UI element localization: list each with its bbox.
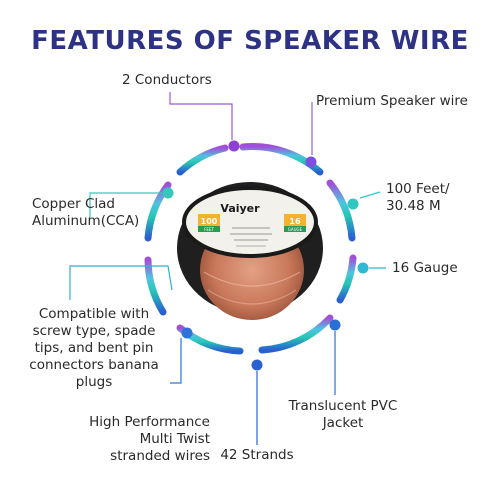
dot-premium: [305, 156, 317, 168]
badge-right-value: 16: [289, 217, 301, 226]
badge-left-sub-bg: [198, 226, 220, 232]
label-compat-line5: plugs: [75, 374, 113, 390]
badge-right-unit: GAUGE: [288, 227, 303, 232]
wire-spool: [177, 182, 323, 320]
badge-left-unit: FEET: [204, 227, 214, 232]
wire-highlight: [203, 271, 301, 287]
ring-segment: [144, 256, 167, 316]
label-length-line2: 30.48 M: [386, 198, 441, 214]
label-conductors: 2 Conductors: [122, 72, 212, 88]
leader-lines: [69, 92, 386, 445]
spool-label-disc: [182, 186, 318, 258]
leader-length: [359, 191, 381, 199]
connector-dots: [162, 140, 369, 371]
spool-brand: Vaiyer: [220, 202, 260, 215]
label-copper-line2: Aluminum(CCA): [32, 213, 140, 229]
label-perf-line2: Multi Twist: [139, 431, 210, 447]
dot-compat: [181, 327, 193, 339]
leader-compat-bottom: [170, 338, 182, 384]
dot-gauge: [357, 262, 369, 274]
ring-segment: [326, 179, 356, 242]
label-copper: Copper Clad Aluminum(CCA): [32, 196, 139, 230]
label-jacket-line2: Jacket: [322, 415, 364, 431]
label-premium: Premium Speaker wire: [316, 93, 468, 109]
ring-segment: [258, 314, 334, 354]
badge-left-bg: [198, 214, 220, 228]
dot-length: [347, 198, 359, 210]
leader-conductors: [169, 92, 233, 140]
dot-copper: [162, 187, 174, 199]
label-compat-line3: tips, and bent pin: [34, 340, 154, 356]
label-compatible: Compatible with screw type, spade tips, …: [14, 306, 174, 391]
label-length-line1: 100 Feet/: [386, 181, 450, 197]
leader-compat-top: [69, 265, 173, 300]
page-title: FEATURES OF SPEAKER WIRE: [31, 26, 469, 56]
label-jacket-line1: Translucent PVC: [288, 398, 398, 414]
label-strands: 42 Strands: [220, 447, 294, 463]
wire-highlight: [207, 289, 297, 305]
label-compat-line1: Compatible with: [38, 306, 150, 322]
dot-jacket: [329, 319, 341, 331]
label-gauge: 16 Gauge: [392, 260, 458, 276]
dot-conductors: [228, 140, 240, 152]
label-compat-line2: screw type, spade: [32, 323, 156, 339]
label-perf-line1: High Performance: [89, 414, 210, 430]
label-perf-line3: stranded wires: [110, 448, 210, 464]
label-performance: High Performance Multi Twist stranded wi…: [40, 414, 210, 465]
badge-right-sub-bg: [284, 226, 306, 232]
leader-copper: [89, 192, 162, 218]
ring-segment: [336, 254, 357, 304]
badge-left-value: 100: [201, 217, 218, 226]
label-compat-line4: connectors banana: [29, 357, 159, 373]
label-jacket: Translucent PVC Jacket: [268, 398, 418, 432]
ring-segment: [176, 144, 229, 176]
dot-strands: [251, 359, 263, 371]
badge-right-bg: [284, 214, 306, 228]
label-length: 100 Feet/ 30.48 M: [386, 181, 450, 215]
label-copper-line1: Copper Clad: [32, 196, 115, 212]
